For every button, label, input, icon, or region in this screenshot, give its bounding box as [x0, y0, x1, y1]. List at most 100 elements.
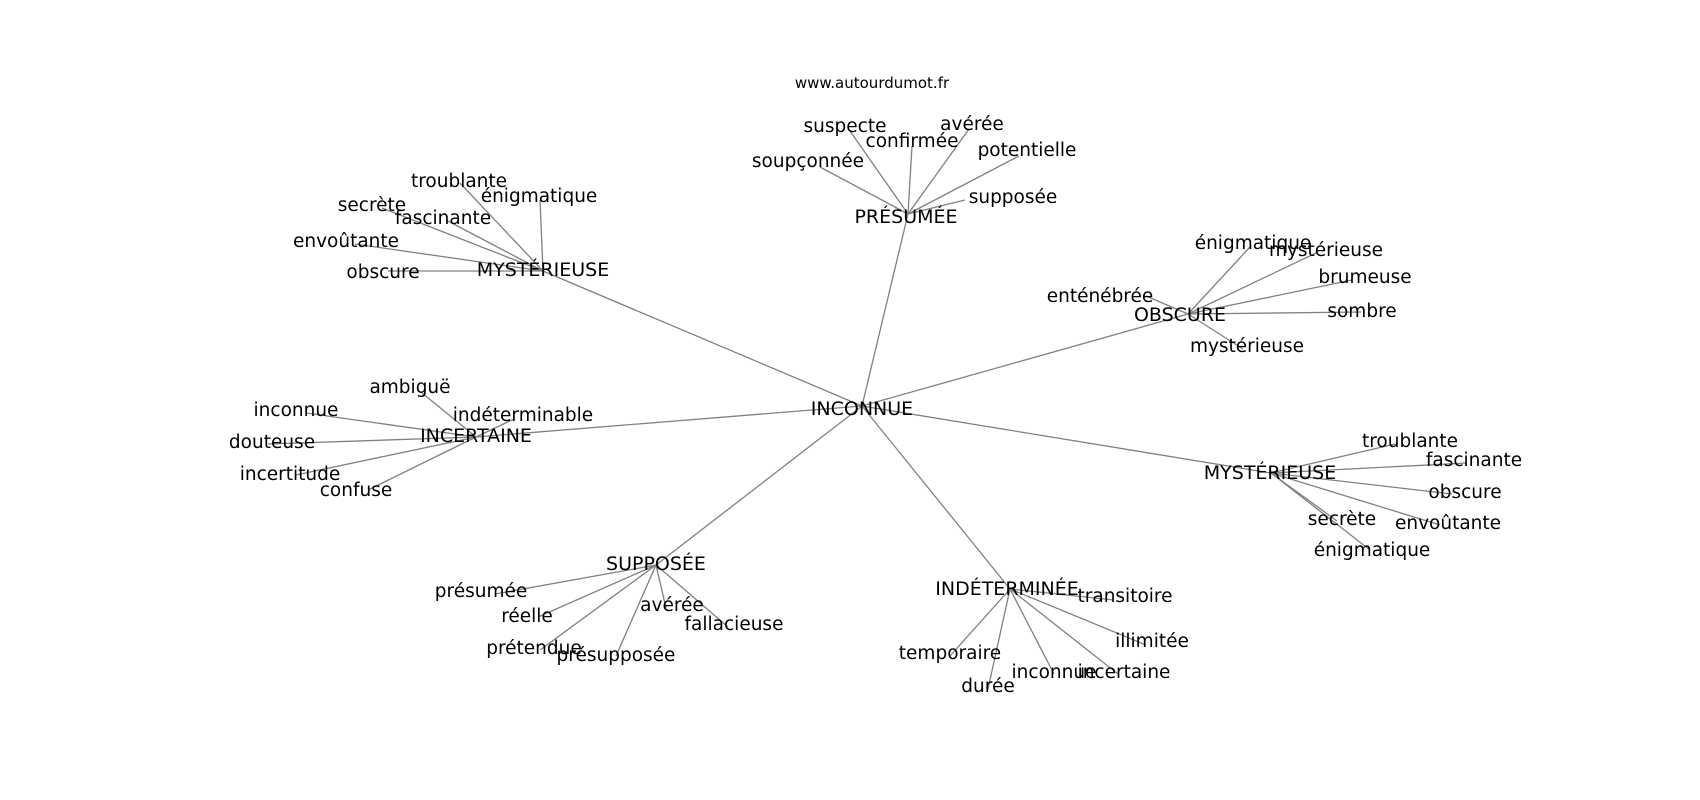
leaf-node[interactable]: soupçonnée — [752, 151, 864, 172]
leaf-node[interactable]: présumée — [435, 581, 527, 602]
leaf-node[interactable]: énigmatique — [1314, 540, 1431, 561]
leaf-node[interactable]: inconnue — [254, 400, 339, 421]
edge-line — [949, 588, 1011, 657]
edge-line — [1187, 246, 1251, 315]
edge-line — [1009, 588, 1147, 646]
leaf-node[interactable]: brumeuse — [1318, 267, 1411, 288]
leaf-node[interactable]: indéterminable — [453, 405, 593, 426]
edge-line — [459, 182, 544, 272]
edge-line — [305, 412, 477, 438]
leaf-node[interactable]: énigmatique — [481, 186, 598, 207]
edge-line — [381, 207, 544, 272]
hub-node[interactable]: INCERTAINE — [420, 425, 532, 447]
edge-line — [475, 405, 863, 438]
leaf-node[interactable]: incertaine — [1078, 662, 1171, 683]
edge-line — [1187, 252, 1317, 315]
edge-line — [1009, 588, 1119, 675]
center-node[interactable]: INCONNUE — [811, 398, 913, 420]
edge-line — [1270, 443, 1396, 474]
edge-line — [367, 436, 477, 491]
edge-line — [267, 436, 477, 445]
leaf-node[interactable]: fascinante — [395, 208, 491, 229]
edge-line — [615, 564, 657, 657]
leaf-node[interactable]: douteuse — [229, 432, 315, 453]
leaf-node[interactable]: transitoire — [1078, 586, 1173, 607]
leaf-node[interactable]: temporaire — [899, 643, 1001, 664]
edge-line — [987, 588, 1011, 690]
leaf-node[interactable]: troublante — [1362, 431, 1458, 452]
edge-line — [1270, 462, 1468, 474]
leaf-node[interactable]: illimitée — [1115, 631, 1189, 652]
edge-line — [849, 130, 909, 215]
leaf-node[interactable]: énigmatique — [1195, 233, 1312, 254]
leaf-node[interactable]: obscure — [1428, 482, 1501, 503]
edges-layer — [267, 128, 1468, 690]
hub-node[interactable]: OBSCURE — [1134, 304, 1226, 326]
edge-line — [861, 213, 909, 407]
edge-line — [907, 145, 913, 215]
edge-line — [819, 166, 909, 215]
edge-line — [1145, 295, 1189, 315]
hub-node[interactable]: SUPPOSÉE — [606, 552, 706, 575]
leaf-node[interactable]: ambiguë — [369, 377, 450, 398]
leaf-node[interactable]: obscure — [346, 262, 419, 283]
edge-line — [421, 392, 477, 438]
leaf-node[interactable]: potentielle — [978, 140, 1077, 161]
edge-line — [655, 564, 729, 628]
edge-line — [907, 199, 966, 215]
hub-node[interactable]: INDÉTERMINÉE — [935, 577, 1078, 600]
edge-line — [1187, 279, 1353, 315]
leaf-node[interactable]: suspecte — [804, 116, 887, 137]
leaf-node[interactable]: incertitude — [240, 464, 341, 485]
leaf-node[interactable]: inconnue — [1012, 662, 1097, 683]
edge-line — [907, 128, 970, 215]
edge-line — [1009, 588, 1115, 601]
leaf-node[interactable]: sombre — [1327, 301, 1396, 322]
edge-line — [1009, 588, 1055, 675]
leaf-node[interactable]: secrète — [1308, 509, 1376, 530]
leaf-node[interactable]: enténébrée — [1047, 286, 1154, 307]
leaf-node[interactable]: confirmée — [866, 131, 959, 152]
edge-line — [494, 564, 657, 595]
leaf-node[interactable]: secrète — [338, 195, 406, 216]
leaf-node[interactable]: réelle — [501, 606, 553, 627]
leaf-node[interactable]: présupposée — [557, 645, 676, 666]
edge-line — [1187, 313, 1244, 350]
leaf-node[interactable]: mystérieuse — [1269, 240, 1383, 261]
edge-line — [475, 418, 515, 438]
hub-node[interactable]: MYSTÉRIEUSE — [477, 258, 609, 281]
edge-line — [539, 199, 544, 272]
edge-line — [1270, 472, 1441, 526]
edge-line — [295, 436, 477, 476]
leaf-node[interactable]: fascinante — [1426, 450, 1522, 471]
leaf-node[interactable]: durée — [961, 676, 1014, 697]
edge-line — [861, 405, 1011, 590]
hub-node[interactable]: PRÉSUMÉE — [854, 205, 957, 228]
leaf-node[interactable]: supposée — [969, 187, 1058, 208]
edge-line — [445, 219, 544, 272]
edge-line — [1187, 311, 1362, 315]
leaf-node[interactable]: mystérieuse — [1190, 336, 1304, 357]
hub-node[interactable]: MYSTÉRIEUSE — [1204, 461, 1336, 484]
edge-line — [907, 155, 1020, 215]
leaf-node[interactable]: prétendue — [486, 638, 582, 659]
edge-line — [655, 405, 863, 566]
leaf-node[interactable]: confuse — [320, 480, 392, 501]
edge-line — [354, 243, 544, 272]
edge-line — [537, 564, 657, 618]
leaf-node[interactable]: envoûtante — [1395, 513, 1501, 534]
edge-line — [861, 405, 1272, 474]
leaf-node[interactable]: troublante — [411, 171, 507, 192]
edge-line — [655, 564, 667, 609]
edge-line — [542, 270, 863, 407]
leaf-node[interactable]: envoûtante — [293, 231, 399, 252]
leaf-node[interactable]: avérée — [640, 595, 704, 616]
source-url[interactable]: www.autourdumot.fr — [795, 74, 950, 92]
edge-line — [861, 313, 1189, 407]
leaf-node[interactable]: avérée — [940, 114, 1004, 135]
edge-line — [1270, 472, 1371, 551]
edge-line — [539, 564, 657, 651]
edge-line — [1270, 472, 1453, 495]
leaf-node[interactable]: fallacieuse — [685, 614, 784, 635]
